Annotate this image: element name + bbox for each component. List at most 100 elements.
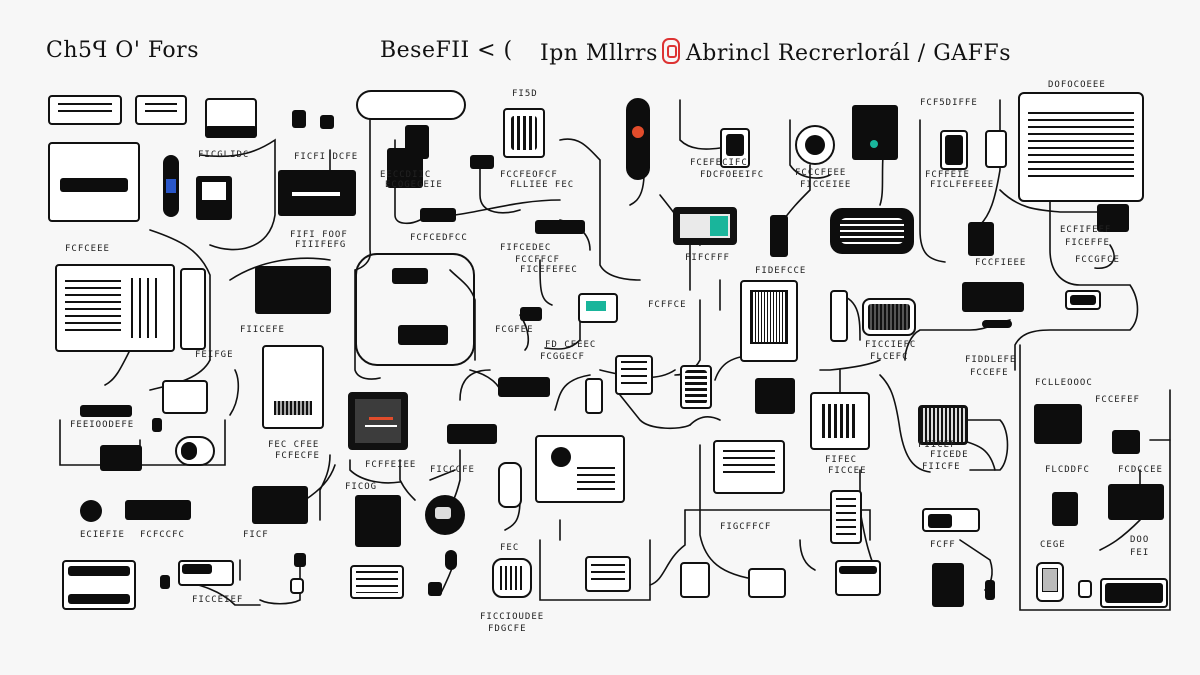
caption: ECFIFEEF bbox=[1060, 225, 1112, 235]
caption: DOFOCOEEE bbox=[1048, 80, 1106, 90]
caption: FICFI DCFE bbox=[294, 152, 359, 162]
caption: FCCFEOFCF bbox=[500, 170, 558, 180]
device-gauge-panel bbox=[262, 345, 324, 429]
caption: FICCCFE bbox=[430, 465, 475, 475]
device-headset bbox=[1097, 204, 1129, 232]
caption: FIIIFEFG bbox=[295, 240, 347, 250]
device-small-plug bbox=[290, 578, 304, 594]
device-keypad bbox=[387, 148, 423, 188]
caption: FICCEIEF bbox=[192, 595, 244, 605]
device-mini-pc bbox=[770, 215, 788, 257]
caption: FCFCEDFCC bbox=[410, 233, 468, 243]
device-small-block bbox=[294, 553, 306, 567]
caption: FCFCEEE bbox=[65, 244, 110, 254]
device-remote bbox=[626, 98, 650, 180]
device-reader bbox=[680, 365, 712, 409]
caption: FICGLIDC bbox=[198, 150, 250, 160]
caption: FCFFEIE bbox=[925, 170, 970, 180]
device-printer-bottom bbox=[835, 560, 881, 596]
device-printer bbox=[205, 98, 257, 138]
device-side-rack bbox=[180, 268, 206, 350]
caption: FCDCCEE bbox=[1118, 465, 1163, 475]
device-switch bbox=[748, 568, 786, 598]
device-folder bbox=[350, 565, 404, 599]
caption: FIFCEDEC bbox=[500, 243, 552, 253]
device-console bbox=[830, 208, 914, 254]
device-router bbox=[852, 105, 898, 160]
device-card bbox=[922, 508, 980, 532]
device-tiny-square bbox=[428, 582, 442, 596]
device-small-drop bbox=[445, 550, 457, 570]
device-phone bbox=[163, 155, 179, 217]
device-flat-box bbox=[398, 325, 448, 345]
device-speaker-box bbox=[862, 298, 916, 336]
device-battery bbox=[1065, 290, 1101, 310]
device-handset bbox=[1036, 562, 1064, 602]
caption: FCCCFEEE bbox=[795, 168, 847, 178]
device-knob bbox=[160, 575, 170, 589]
device-dock bbox=[535, 220, 585, 234]
mid-title: BeseFII < ( bbox=[380, 38, 513, 63]
device-doc-panel bbox=[1018, 92, 1144, 202]
device-camera-cube bbox=[720, 128, 750, 168]
device-plug-adapter bbox=[1112, 430, 1140, 454]
device-module bbox=[178, 560, 234, 586]
caption: FCCFFCF bbox=[515, 255, 560, 265]
caption: FCFCCFC bbox=[140, 530, 185, 540]
device-side-panel bbox=[985, 130, 1007, 168]
device-box-right bbox=[968, 222, 994, 256]
caption: ECOGEGEIE bbox=[385, 180, 443, 190]
caption: FEI bbox=[1130, 548, 1150, 558]
device-round-fob bbox=[80, 500, 102, 522]
caption: FLCDDFC bbox=[1045, 465, 1090, 475]
device-small-clip bbox=[320, 115, 334, 129]
caption: FCFECFE bbox=[275, 451, 320, 461]
device-tall-phone bbox=[830, 490, 862, 544]
device-lab-station bbox=[535, 435, 625, 503]
caption: FIICEFE bbox=[240, 325, 285, 335]
device-tiny-knob bbox=[152, 418, 162, 432]
caption: FICF bbox=[243, 530, 269, 540]
caption: FICEFFE bbox=[1065, 238, 1110, 248]
device-control-panel bbox=[55, 264, 175, 352]
device-widescreen bbox=[255, 266, 331, 314]
caption: FIDEFCCE bbox=[755, 266, 807, 276]
device-rack-unit bbox=[503, 108, 545, 158]
caption: FEIFGE bbox=[195, 350, 234, 360]
right-title-b: Abrincl Recrerlorál / GAFFs bbox=[685, 41, 1011, 66]
caption: FIICEF bbox=[918, 440, 957, 450]
caption: FCCGFCE bbox=[1075, 255, 1120, 265]
device-form-panel bbox=[615, 355, 653, 395]
caption: FICCEIEE bbox=[800, 180, 852, 190]
device-pill bbox=[982, 320, 1012, 328]
caption: FIFEC bbox=[825, 455, 858, 465]
device-laptop-small bbox=[578, 293, 618, 323]
device-bar-chart-panel bbox=[810, 392, 870, 450]
device-paper-tray bbox=[713, 440, 785, 494]
device-cable-plug bbox=[356, 90, 466, 120]
caption: CEGE bbox=[1040, 540, 1066, 550]
caption: FCCEFE bbox=[970, 368, 1009, 378]
device-wide-panel bbox=[1108, 484, 1164, 520]
caption: FCGGECF bbox=[540, 352, 585, 362]
device-monitor bbox=[278, 170, 356, 216]
device-notepad bbox=[585, 556, 631, 592]
caption: FD CFEEC bbox=[545, 340, 597, 350]
device-jar bbox=[498, 462, 522, 508]
caption: FIFCFFF bbox=[685, 253, 730, 263]
device-tablet-large bbox=[252, 486, 308, 524]
caption: FLLIEE FEC bbox=[510, 180, 575, 190]
device-flat-screen bbox=[1100, 578, 1168, 608]
device-label-box bbox=[135, 95, 187, 125]
caption: FCGFEE bbox=[495, 325, 534, 335]
caption: FEEIOODEFE bbox=[70, 420, 135, 430]
device-round-can bbox=[175, 436, 215, 466]
device-calc bbox=[585, 378, 603, 414]
caption: FLCEFC bbox=[870, 352, 909, 362]
device-rounded-frame bbox=[355, 253, 475, 366]
left-title: Ch5ꟼ O' Fors bbox=[46, 38, 199, 63]
caption: DOO bbox=[1130, 535, 1150, 545]
device-long-box bbox=[447, 424, 497, 444]
device-black-slab bbox=[100, 445, 142, 471]
